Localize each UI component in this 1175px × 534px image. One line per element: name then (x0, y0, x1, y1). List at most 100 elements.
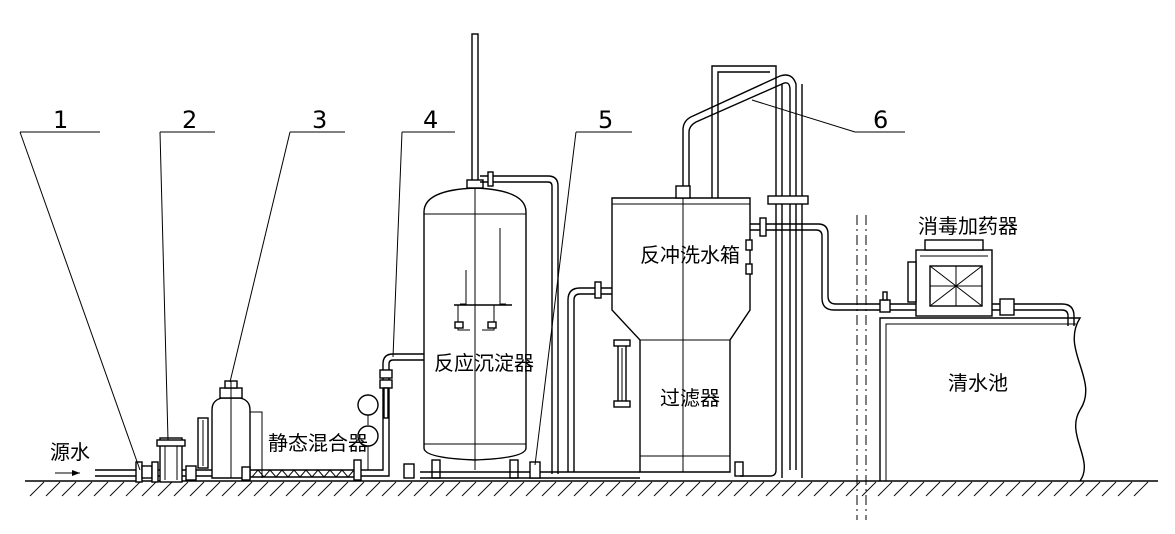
ground-hatch-mark (717, 481, 733, 497)
ground-hatch-mark (221, 481, 237, 497)
ground-hatch-mark (605, 481, 621, 497)
ground-hatch-mark (893, 481, 909, 497)
ground-hatch-mark (701, 481, 717, 497)
ground-hatch-mark (461, 481, 477, 497)
callout-4: 4 (423, 106, 438, 134)
ground-hatch-mark (429, 481, 445, 497)
ground-hatch-mark (797, 481, 813, 497)
callout-leaders (19, 99, 905, 471)
ground-hatch-mark (877, 481, 893, 497)
ground-hatch-mark (1053, 481, 1069, 497)
ground-hatch-mark (77, 481, 93, 497)
ground-hatch-mark (93, 481, 109, 497)
label-static-mixer: 静态混合器 (268, 431, 368, 455)
ground-hatch-mark (157, 481, 173, 497)
ground-hatch-mark (109, 481, 125, 497)
ground-hatch-mark (909, 481, 925, 497)
ground-hatch-mark (861, 481, 877, 497)
settler-outlet-pipe (420, 171, 640, 479)
ground-hatch-mark (61, 481, 77, 497)
ground-hatch-mark (173, 481, 189, 497)
clear-water-pool (879, 317, 1087, 482)
dosing-vessel (197, 380, 263, 479)
ground-hatch-mark (381, 481, 397, 497)
ground-hatch-mark (653, 481, 669, 497)
ground-hatch-mark (365, 481, 381, 497)
ground-hatch-mark (525, 481, 541, 497)
label-filter: 过滤器 (660, 386, 720, 410)
ground-hatch-mark (781, 481, 797, 497)
reaction-settler-tank (403, 33, 527, 479)
ground-hatch-mark (285, 481, 301, 497)
ground-hatch-mark (1005, 481, 1021, 497)
ground-hatch-mark (941, 481, 957, 497)
ground-hatch-mark (125, 481, 141, 497)
ground-hatch-mark (813, 481, 829, 497)
ground-hatch-mark (685, 481, 701, 497)
ground-hatch-mark (1037, 481, 1053, 497)
ground-hatch-mark (621, 481, 637, 497)
callout-5: 5 (598, 106, 613, 134)
ground-hatch-mark (733, 481, 749, 497)
ground-hatch-mark (749, 481, 765, 497)
callout-2: 2 (182, 106, 197, 134)
backwash-top-pipe (682, 65, 809, 478)
ground-hatch-mark (333, 481, 349, 497)
label-backwash-tank: 反冲洗水箱 (640, 243, 740, 267)
ground-hatch-mark (973, 481, 989, 497)
inlet-valve (135, 461, 159, 483)
ground-hatch-mark (269, 481, 285, 497)
ground-hatch-mark (589, 481, 605, 497)
static-mixer (241, 459, 362, 481)
disinfection-doser (907, 239, 993, 317)
ground-hatch-mark (829, 481, 845, 497)
callout-6: 6 (873, 106, 888, 134)
ground-hatch-mark (541, 481, 557, 497)
ground-hatch-mark (141, 481, 157, 497)
ground-hatch-mark (253, 481, 269, 497)
label-disinfection-doser: 消毒加药器 (918, 214, 1018, 238)
ground-hatch-mark (573, 481, 589, 497)
ground-hatch-mark (45, 481, 61, 497)
settler-inlet-pipe (357, 353, 428, 477)
ground-hatch-mark (1069, 481, 1085, 497)
ground-hatch-mark (669, 481, 685, 497)
ground-hatch-mark (1117, 481, 1133, 497)
ground-hatch-mark (1021, 481, 1037, 497)
doser-pipe (750, 217, 1075, 326)
ground-hatch-mark (1101, 481, 1117, 497)
ground-hatch-mark (317, 481, 333, 497)
ground-hatch-mark (301, 481, 317, 497)
ground-hatch-mark (989, 481, 1005, 497)
ground-hatch-mark (1085, 481, 1101, 497)
ground-hatch-mark (29, 481, 45, 497)
ground-hatch-mark (205, 481, 221, 497)
ground-hatch-mark (557, 481, 573, 497)
ground-hatch-mark (189, 481, 205, 497)
ground-hatch-mark (845, 481, 861, 497)
pump-unit (156, 437, 197, 483)
ground-hatch-mark (957, 481, 973, 497)
component-labels: 源水 静态混合器 反应沉淀器 反冲洗水箱 过滤器 消毒加药器 清水池 (50, 214, 1018, 464)
ground-hatch-mark (1133, 481, 1149, 497)
ground-hatch-mark (349, 481, 365, 497)
callout-numbers: 1 2 3 4 5 6 (53, 106, 888, 134)
backwash-filter-unit (611, 185, 753, 477)
ground-hatch-mark (925, 481, 941, 497)
ground-hatch-mark (237, 481, 253, 497)
callout-1: 1 (53, 106, 68, 134)
label-reaction-settler: 反应沉淀器 (434, 351, 534, 375)
wall-centerlines (856, 215, 867, 520)
ground (25, 480, 1158, 497)
ground-hatch-mark (765, 481, 781, 497)
ground-hatch-mark (637, 481, 653, 497)
ground-hatch-mark (509, 481, 525, 497)
ground-hatch-mark (397, 481, 413, 497)
ground-hatch-mark (493, 481, 509, 497)
ground-hatch-mark (445, 481, 461, 497)
ground-hatch-mark (477, 481, 493, 497)
callout-3: 3 (312, 106, 327, 134)
label-clear-water-pool: 清水池 (948, 371, 1008, 395)
